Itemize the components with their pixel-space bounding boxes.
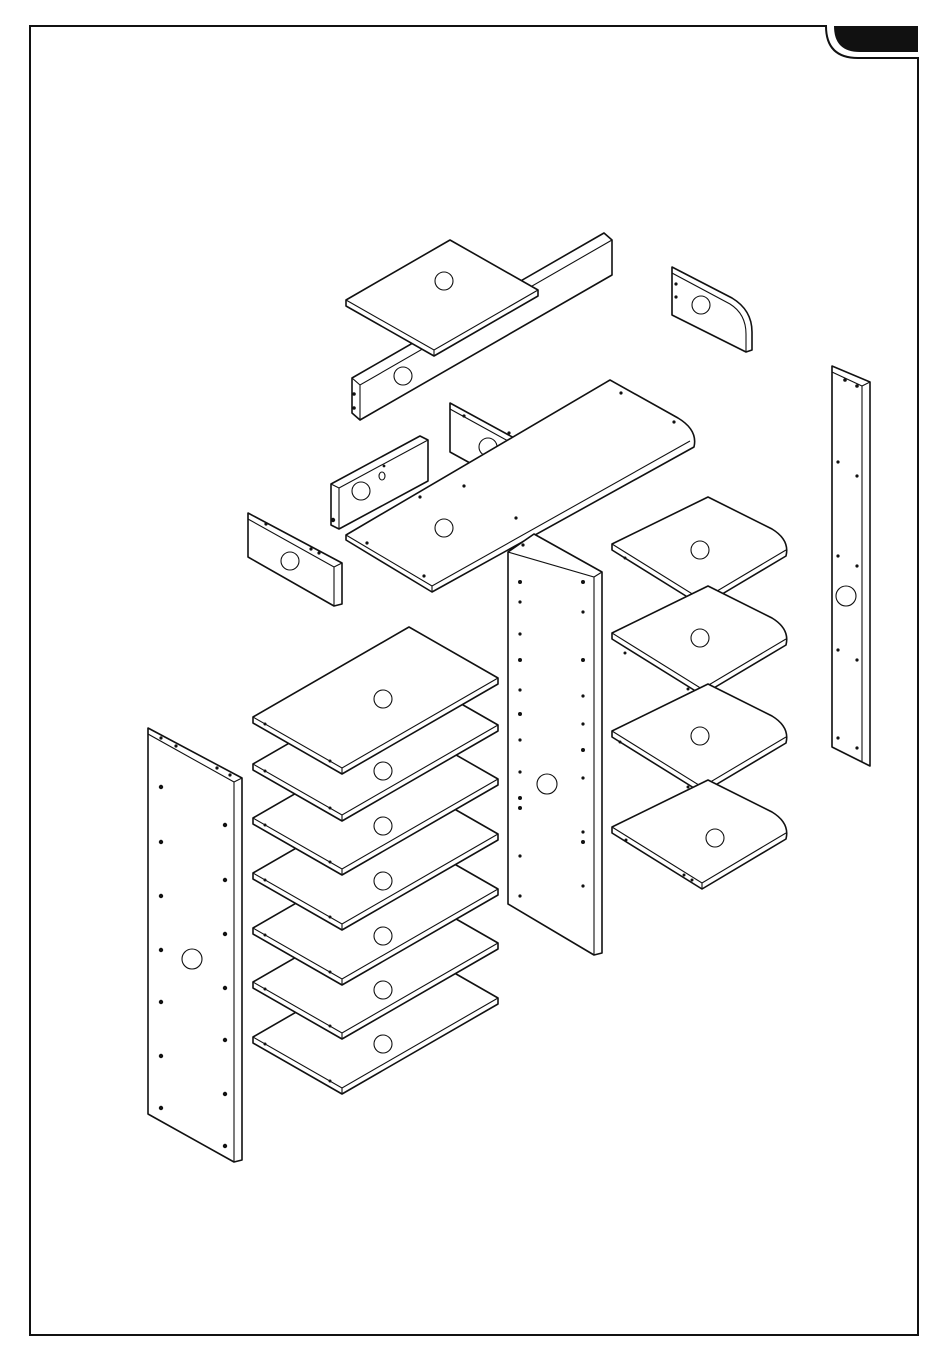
top-board [346, 240, 538, 356]
divider-block-lower [248, 513, 342, 606]
right-side-post [832, 366, 870, 766]
center-upright-panel [508, 534, 602, 955]
corner-bracket [672, 267, 752, 352]
page-tab [834, 26, 918, 52]
left-side-panel [148, 728, 242, 1162]
right-corner-shelf [612, 780, 787, 889]
right-corner-shelf [612, 586, 787, 695]
right-corner-shelf [612, 684, 787, 793]
